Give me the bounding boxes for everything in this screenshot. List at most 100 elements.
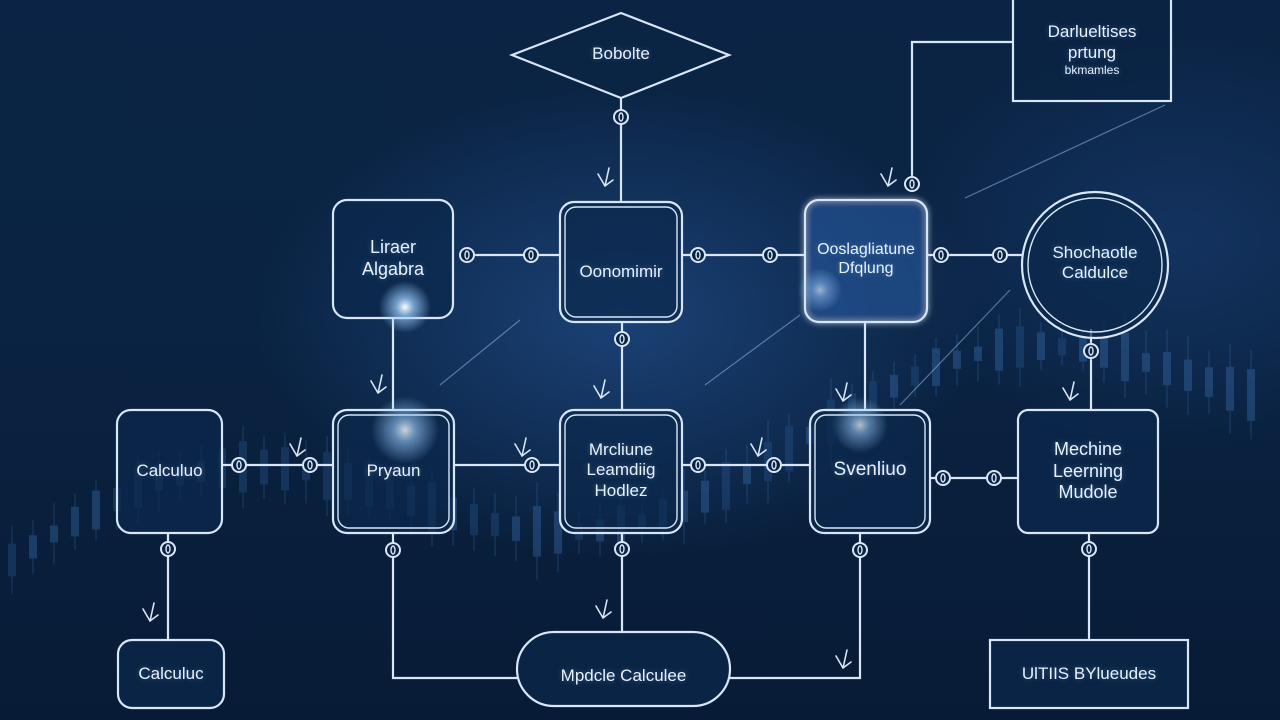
arrowhead-icon — [835, 382, 852, 403]
candle-body — [1121, 332, 1129, 382]
connector-dot — [614, 331, 630, 347]
arrowhead-icon — [750, 437, 767, 458]
connector-dot-inner — [940, 473, 946, 483]
center-left-label: Pryaun — [366, 461, 421, 480]
ml-module-shape — [1016, 408, 1160, 535]
connector-dot-inner — [997, 250, 1003, 260]
top-diamond-label: Bobolte — [592, 44, 650, 63]
connector-dot-inner — [307, 460, 313, 470]
connector-dot-inner — [529, 460, 535, 470]
arrowhead-icon — [597, 167, 614, 188]
calculus-bottom-label: Calculuc — [138, 664, 204, 683]
connector-dot — [231, 457, 247, 473]
optimization-pricing-label: Ooslagliatune Dfqlung — [817, 241, 915, 278]
connector-dot — [613, 109, 629, 125]
connector-dot-inner — [1086, 544, 1092, 554]
ml-module-label: Mechine Leerning Mudole — [1052, 439, 1124, 503]
candle-body — [92, 490, 100, 530]
connector-dots — [160, 109, 1099, 558]
connector-dot — [614, 541, 630, 557]
arrowhead-icon — [880, 167, 897, 188]
connector-dot-inner — [695, 460, 701, 470]
candle-body — [260, 449, 268, 485]
arrowhead-icon — [289, 437, 306, 458]
candle-body — [491, 513, 499, 537]
connector-dot-inner — [857, 545, 863, 555]
candle-body — [1016, 326, 1024, 368]
connector-dot-inner — [165, 544, 171, 554]
arrowhead-icon — [595, 599, 612, 620]
connector-dot-inner — [909, 179, 915, 189]
candle-body — [1163, 352, 1171, 386]
arrowhead-icon — [142, 602, 159, 623]
candle-body — [1226, 366, 1234, 411]
connector-dot — [690, 247, 706, 263]
connector-dot-inner — [619, 544, 625, 554]
candle-body — [911, 366, 919, 386]
connector-dot — [762, 247, 778, 263]
connector-dot — [385, 542, 401, 558]
candle-body — [1079, 336, 1087, 362]
candle-body — [1100, 336, 1108, 368]
candle-body — [890, 374, 898, 398]
candle-body — [1184, 359, 1192, 392]
candle-body — [554, 511, 562, 554]
connector-dot-inner — [236, 460, 242, 470]
candle-body — [743, 464, 751, 485]
calculus-left-shape — [115, 408, 224, 535]
candle-body — [470, 504, 478, 536]
svemliuo-label: Svenliuo — [833, 459, 907, 480]
connector-dot-inner — [618, 112, 624, 122]
connector-dot-inner — [390, 545, 396, 555]
connector-dot — [992, 247, 1008, 263]
bottom-right-box-shape — [988, 638, 1190, 710]
candle-body — [533, 505, 541, 557]
connector-dot-inner — [464, 250, 470, 260]
connector-dot — [904, 176, 920, 192]
center-top-shape — [558, 200, 684, 324]
top-right-box-label: Darlueltises prtung bkmamles — [1047, 22, 1137, 78]
candle-body — [50, 525, 58, 543]
connector-dot-inner — [991, 473, 997, 483]
candle-body — [869, 381, 877, 414]
connector-dot — [986, 470, 1002, 486]
center-top-label: Oonomimir — [579, 262, 663, 281]
candle-body — [974, 346, 982, 362]
arrowhead-icon — [370, 374, 387, 395]
candle-body — [953, 350, 961, 369]
connector-dot — [160, 541, 176, 557]
connector-lines — [166, 40, 1093, 680]
connector-dot — [302, 457, 318, 473]
candle-body — [323, 452, 331, 500]
candle-body — [1205, 367, 1213, 398]
glow-highlights — [371, 268, 888, 464]
background-trend-lines — [439, 104, 1166, 406]
candle-body — [512, 516, 520, 541]
module-calculus-shape — [515, 630, 732, 708]
candle-body — [701, 480, 709, 513]
stochastic-calculus-label: Shochaotle Caldulce — [1052, 243, 1138, 283]
candle-body — [785, 425, 793, 472]
candle-body — [71, 506, 79, 537]
candle-body — [995, 328, 1003, 371]
candle-body — [1247, 369, 1255, 421]
connector-dot — [459, 247, 475, 263]
connector-dot — [524, 457, 540, 473]
candle-body — [29, 535, 37, 559]
candle-body — [1058, 338, 1066, 356]
connector-dot-inner — [767, 250, 773, 260]
module-calculus-label: Mpdcle Calculee — [560, 666, 687, 685]
arrowhead-icon — [1062, 381, 1079, 402]
candle-body — [722, 461, 730, 510]
linear-algebra-label: Liraer Algabra — [361, 237, 425, 279]
connector-dot — [1081, 541, 1097, 557]
candle-body — [1037, 332, 1045, 360]
connector-arrowheads — [142, 167, 1079, 670]
connector-dot-inner — [1088, 346, 1094, 356]
connector-dot-inner — [695, 250, 701, 260]
candle-body — [1142, 353, 1150, 372]
arrowhead-icon — [835, 649, 852, 670]
connector-dot — [523, 247, 539, 263]
connector-dot — [935, 470, 951, 486]
